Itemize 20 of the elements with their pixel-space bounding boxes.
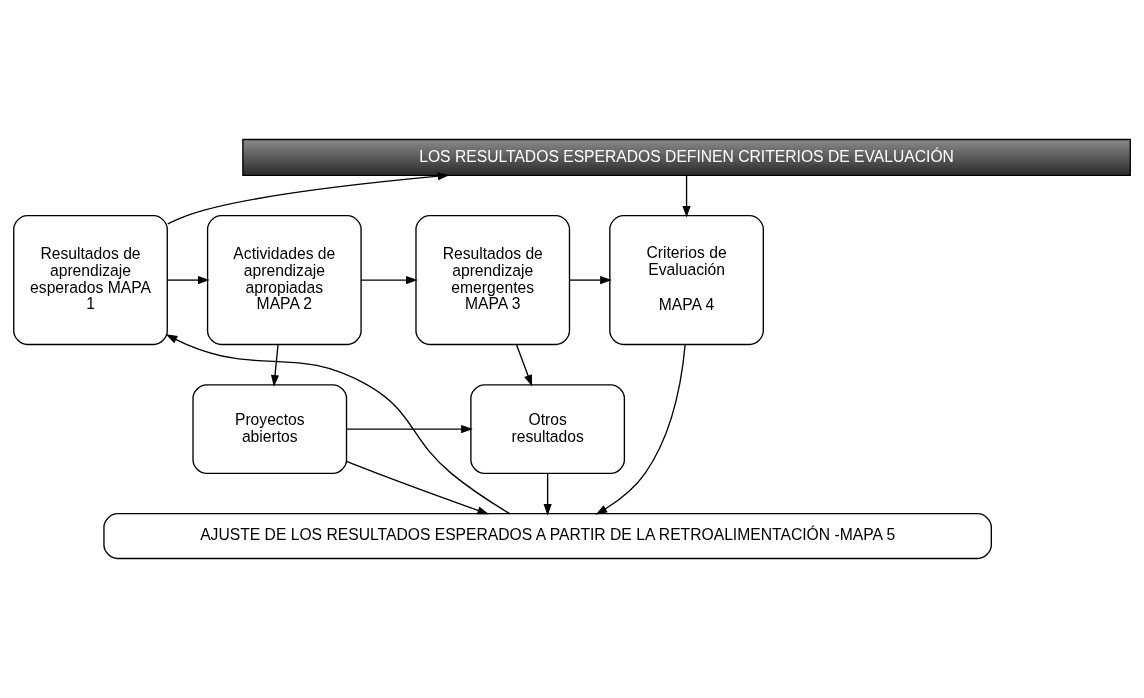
arrow (568, 276, 612, 285)
arrow (682, 175, 691, 218)
arrow (165, 334, 511, 515)
arrow (515, 344, 533, 387)
arrow (595, 343, 686, 515)
arrow (543, 472, 552, 516)
arrow (167, 172, 450, 225)
arrow (345, 460, 490, 515)
node-box: LOS RESULTADOS ESPERADOS DEFINEN CRITERIOS DE EVALUACIÓN (242, 138, 1131, 176)
node-box: Otros resultados (470, 384, 626, 475)
node-box: Resultados de aprendizaje emergentes MAPA 3 (415, 215, 571, 346)
node-box: AJUSTE DE LOS RESULTADOS ESPERADOS A PARTIR DE LA RETROALIMENTACIÓN -MAPA 5 (103, 513, 992, 560)
arrow (270, 344, 280, 387)
arrow (360, 276, 418, 285)
arrow (346, 425, 473, 434)
node-box: Criterios de Evaluación MAPA 4 (609, 215, 764, 346)
node-box: Actividades de aprendizaje apropiadas MAPA 2 (206, 215, 362, 346)
node-box: Proyectos abiertos (192, 384, 348, 475)
arrow (166, 276, 210, 285)
node-box: Resultados de aprendizaje esperados MAPA 1 (13, 215, 168, 346)
